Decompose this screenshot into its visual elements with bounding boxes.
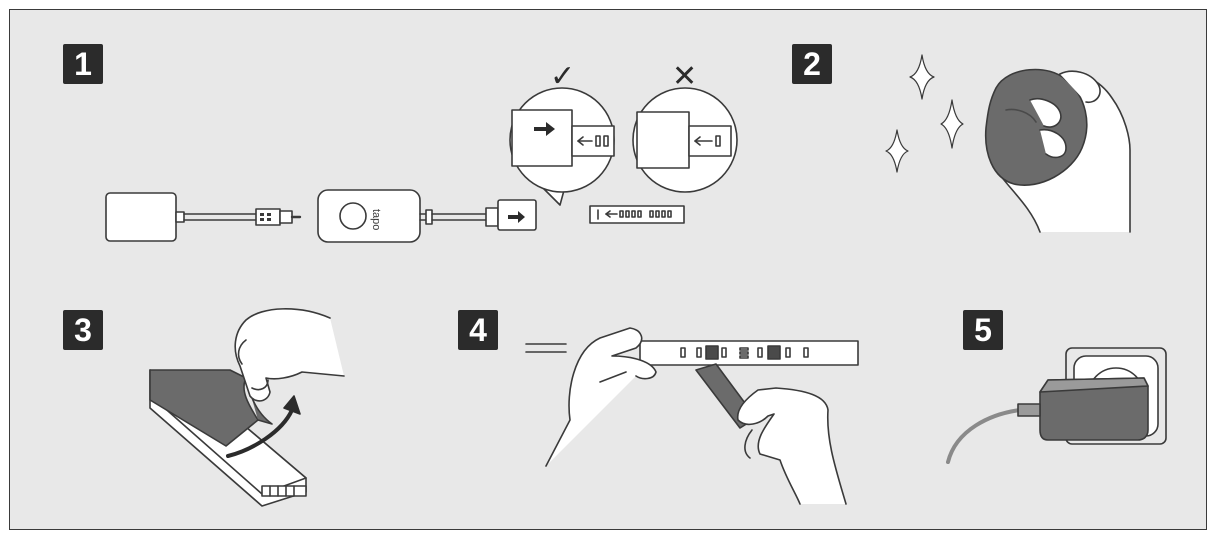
step-5-badge: 5 [963, 310, 1003, 350]
hand-fingers [1029, 70, 1101, 159]
power-adapter-icon [946, 377, 1149, 464]
power-adapter-icon [105, 192, 302, 242]
light-strip-icon [589, 205, 685, 224]
step-4-badge: 4 [458, 310, 498, 350]
hand-icon [736, 387, 847, 505]
hand-icon [234, 308, 345, 402]
sparkle-icon [885, 54, 964, 173]
step-2-badge: 2 [792, 44, 832, 84]
step-3-badge: 3 [63, 310, 103, 350]
step-1-badge: 1 [63, 44, 103, 84]
cross-icon: ✕ [672, 59, 698, 94]
hand-icon [545, 327, 657, 467]
wrong-connection-callout [632, 87, 738, 193]
curved-arrow-icon [226, 395, 301, 458]
controller-logo: tapo [370, 209, 382, 231]
check-icon: ✓ [550, 59, 576, 94]
controller-icon [317, 189, 537, 243]
correct-connection-callout [509, 87, 615, 206]
light-strip-peel [149, 369, 307, 507]
